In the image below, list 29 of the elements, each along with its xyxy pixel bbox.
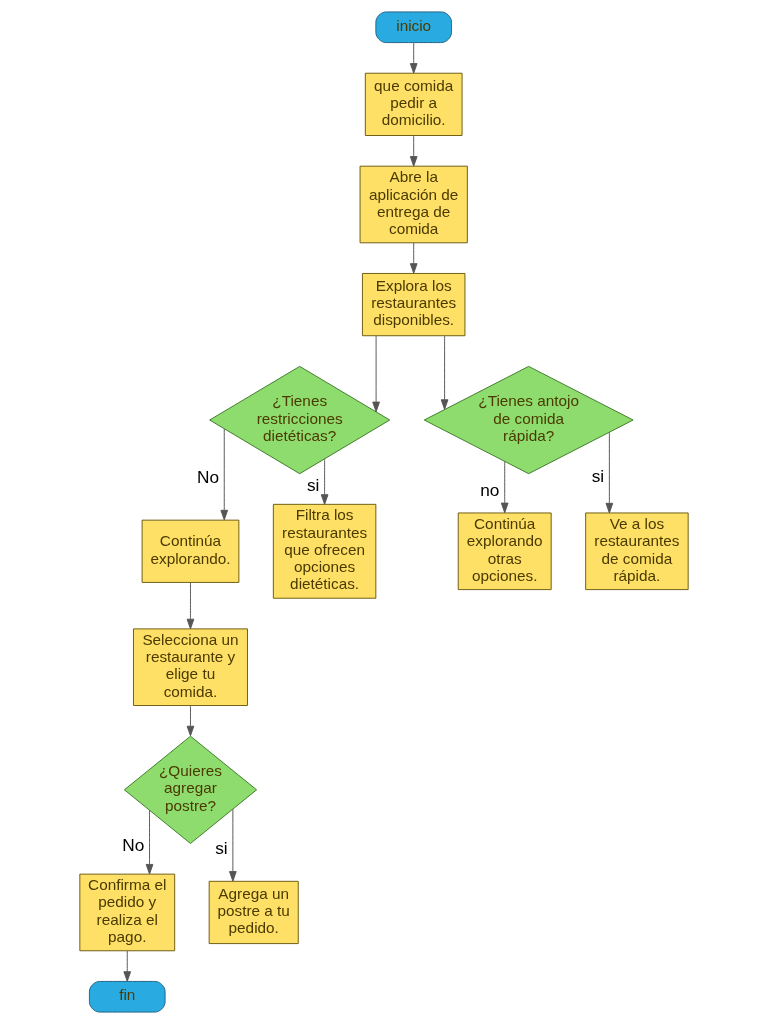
node-box: Abre la aplicación de entrega de comida: [359, 165, 468, 244]
arrow: [409, 135, 418, 167]
arrow: [229, 808, 237, 882]
arrow: [409, 42, 418, 74]
arrow: [220, 428, 229, 521]
node-box: Ve a los restaurantes de comida rápida.: [585, 512, 689, 591]
node-box: Continúa explorando otras opciones.: [457, 512, 552, 591]
node-box: Selecciona un restaurante y elige tu comida.: [133, 628, 248, 706]
arrow: [372, 335, 380, 413]
arrow: [145, 809, 154, 875]
node-box: fin: [88, 980, 166, 1013]
node-box: inicio: [375, 11, 453, 44]
edge-label: si: [306, 474, 320, 495]
edge-label: no: [480, 480, 500, 501]
arrow: [320, 458, 329, 505]
node-diamond: ¿Tienes restricciones dietéticas?: [209, 365, 391, 475]
node-box: Confirma el pedido y realiza el pago.: [79, 873, 176, 952]
node-box: Explora los restaurantes disponibles.: [361, 272, 466, 337]
arrow: [186, 582, 195, 630]
node-box: Filtra los restaurantes que ofrecen opciones dietéticas.: [272, 503, 377, 599]
arrow: [500, 461, 509, 514]
arrow: [186, 705, 195, 737]
arrow: [409, 242, 418, 274]
node-box: Agrega un postre a tu pedido.: [208, 880, 299, 945]
arrow: [123, 950, 132, 982]
arrow: [605, 431, 614, 514]
node-box: Continúa explorando.: [141, 519, 240, 583]
arrow: [440, 335, 449, 410]
node-box: que comida pedir a domicilio.: [364, 72, 463, 136]
